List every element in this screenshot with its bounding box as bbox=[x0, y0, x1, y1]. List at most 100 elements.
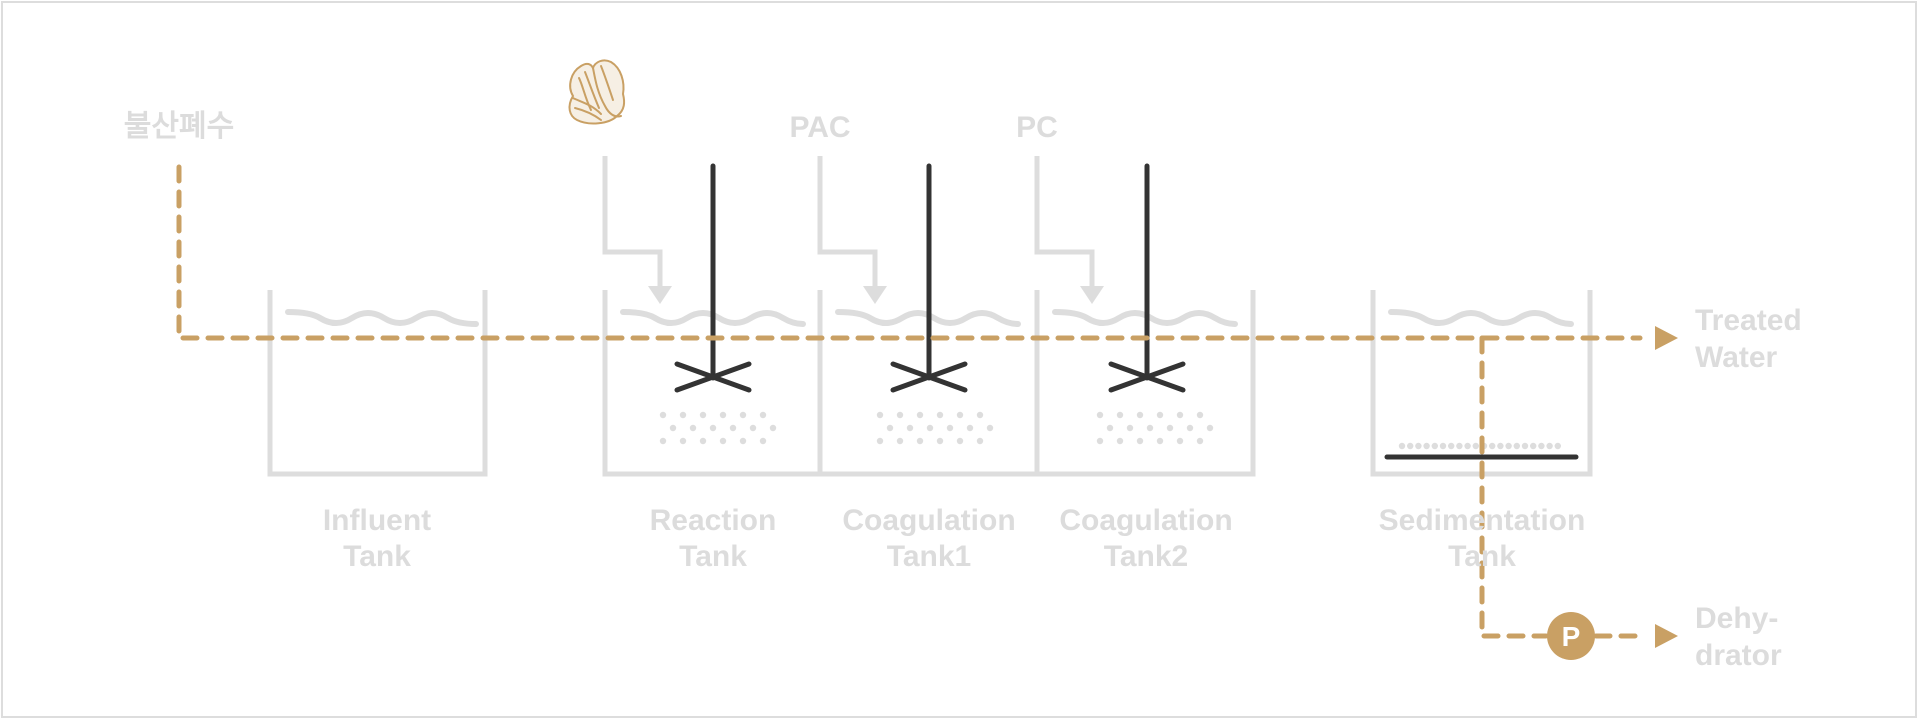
sludge-dot bbox=[1472, 442, 1480, 450]
water-waves bbox=[285, 309, 1574, 327]
particle-dot bbox=[749, 424, 757, 432]
particle-dot bbox=[956, 437, 964, 445]
particle-dot bbox=[876, 437, 884, 445]
svg-text:drator: drator bbox=[1695, 639, 1782, 672]
svg-text:Water: Water bbox=[1695, 341, 1778, 374]
particle-dot bbox=[739, 411, 747, 419]
particles-reaction bbox=[659, 411, 777, 445]
particle-dot bbox=[739, 437, 747, 445]
svg-text:Treated: Treated bbox=[1695, 304, 1802, 337]
sludge-flow-line bbox=[1479, 335, 1643, 639]
pump-icon bbox=[1547, 612, 1595, 660]
particle-dot bbox=[1096, 437, 1104, 445]
particle-dot bbox=[976, 437, 984, 445]
sludge-dot bbox=[1407, 442, 1414, 450]
particle-dot bbox=[896, 437, 904, 445]
particle-dot bbox=[729, 424, 737, 432]
particle-dot bbox=[759, 411, 767, 419]
treated-water-label: Treated Water bbox=[1695, 304, 1802, 374]
water-wave-influent bbox=[285, 309, 479, 327]
svg-text:Coagulation: Coagulation bbox=[1059, 504, 1232, 537]
particle-dot bbox=[699, 411, 707, 419]
particle-dot bbox=[1126, 424, 1134, 432]
particle-dot bbox=[1136, 411, 1144, 419]
pump: P bbox=[1547, 612, 1595, 660]
sludge-dot bbox=[1546, 442, 1553, 450]
input-wastewater-label: 불산폐수 bbox=[124, 110, 234, 143]
particle-dot bbox=[709, 424, 717, 432]
particle-dot bbox=[759, 437, 767, 445]
mixer-coagulation1 bbox=[890, 163, 968, 393]
svg-text:Coagulation: Coagulation bbox=[842, 504, 1015, 537]
treated-water-arrow bbox=[1655, 326, 1678, 350]
oyster-shell-icon bbox=[568, 59, 626, 125]
particle-dot bbox=[1146, 424, 1154, 432]
sludge-dot bbox=[1431, 442, 1439, 450]
feed-line-pac bbox=[817, 156, 887, 304]
sludge-dot bbox=[1538, 442, 1545, 450]
particle-dot bbox=[986, 424, 994, 432]
particle-dot bbox=[906, 424, 914, 432]
particle-dot bbox=[1096, 411, 1104, 419]
particle-dot bbox=[1206, 424, 1214, 432]
particle-dot bbox=[659, 437, 667, 445]
sludge-dot bbox=[1464, 442, 1471, 450]
svg-text:Reaction: Reaction bbox=[650, 504, 777, 537]
sludge-dot bbox=[1505, 442, 1512, 450]
mixer-coagulation2 bbox=[1108, 163, 1186, 393]
coagulation-tank2-label: Coagulation Tank2 bbox=[1059, 504, 1232, 573]
particle-dot bbox=[946, 424, 954, 432]
particle-dot bbox=[679, 437, 687, 445]
coagulation-tank1-label: Coagulation Tank1 bbox=[842, 504, 1015, 573]
feed-line-pc bbox=[1034, 156, 1104, 304]
particle-dot bbox=[1176, 411, 1184, 419]
particle-dot bbox=[699, 437, 707, 445]
reaction-tank-label: Reaction Tank bbox=[650, 504, 777, 573]
svg-text:Tank: Tank bbox=[1448, 540, 1516, 573]
input-pc-label: PC bbox=[1016, 111, 1058, 144]
sedimentation-tank-label: Sedimentation Tank bbox=[1379, 504, 1586, 573]
particle-dot bbox=[916, 437, 924, 445]
sludge-dot bbox=[1423, 442, 1430, 450]
particle-dot bbox=[1196, 437, 1204, 445]
particle-dot bbox=[876, 411, 884, 419]
particle-dot bbox=[1156, 437, 1164, 445]
sludge-particles bbox=[1398, 442, 1562, 450]
particle-dot bbox=[916, 411, 924, 419]
reaction-coagulation-tanks bbox=[602, 290, 1256, 477]
svg-text:Dehy-: Dehy- bbox=[1695, 602, 1778, 635]
particle-dot bbox=[1106, 424, 1114, 432]
svg-text:Influent: Influent bbox=[323, 504, 431, 537]
svg-text:Tank: Tank bbox=[679, 540, 747, 573]
svg-text:Tank: Tank bbox=[343, 540, 411, 573]
particle-dot bbox=[936, 411, 944, 419]
dehydrator-arrow bbox=[1655, 624, 1678, 648]
particle-dot bbox=[1166, 424, 1174, 432]
particle-dot bbox=[976, 411, 984, 419]
particle-dot bbox=[689, 424, 697, 432]
particle-dot bbox=[936, 437, 944, 445]
particle-dot bbox=[886, 424, 894, 432]
particle-dot bbox=[956, 411, 964, 419]
particle-dot bbox=[926, 424, 934, 432]
sludge-dot bbox=[1554, 442, 1562, 450]
mixer-reaction bbox=[674, 163, 752, 393]
water-wave-reaction bbox=[620, 309, 806, 327]
input-pac-label: PAC bbox=[789, 111, 850, 144]
sludge-dot bbox=[1398, 442, 1406, 450]
water-wave-coag2 bbox=[1052, 309, 1238, 327]
particle-dot bbox=[719, 437, 727, 445]
sludge-dot bbox=[1448, 442, 1455, 450]
particle-dot bbox=[1116, 437, 1124, 445]
sludge-dot bbox=[1497, 442, 1504, 450]
svg-text:Sedimentation: Sedimentation bbox=[1379, 504, 1586, 537]
particle-dot bbox=[1136, 437, 1144, 445]
svg-text:Tank2: Tank2 bbox=[1104, 540, 1188, 573]
svg-text:Tank1: Tank1 bbox=[887, 540, 971, 573]
sludge-dot bbox=[1456, 442, 1463, 450]
sludge-dot bbox=[1415, 442, 1422, 450]
sludge-dot bbox=[1489, 442, 1496, 450]
particle-dot bbox=[669, 424, 677, 432]
